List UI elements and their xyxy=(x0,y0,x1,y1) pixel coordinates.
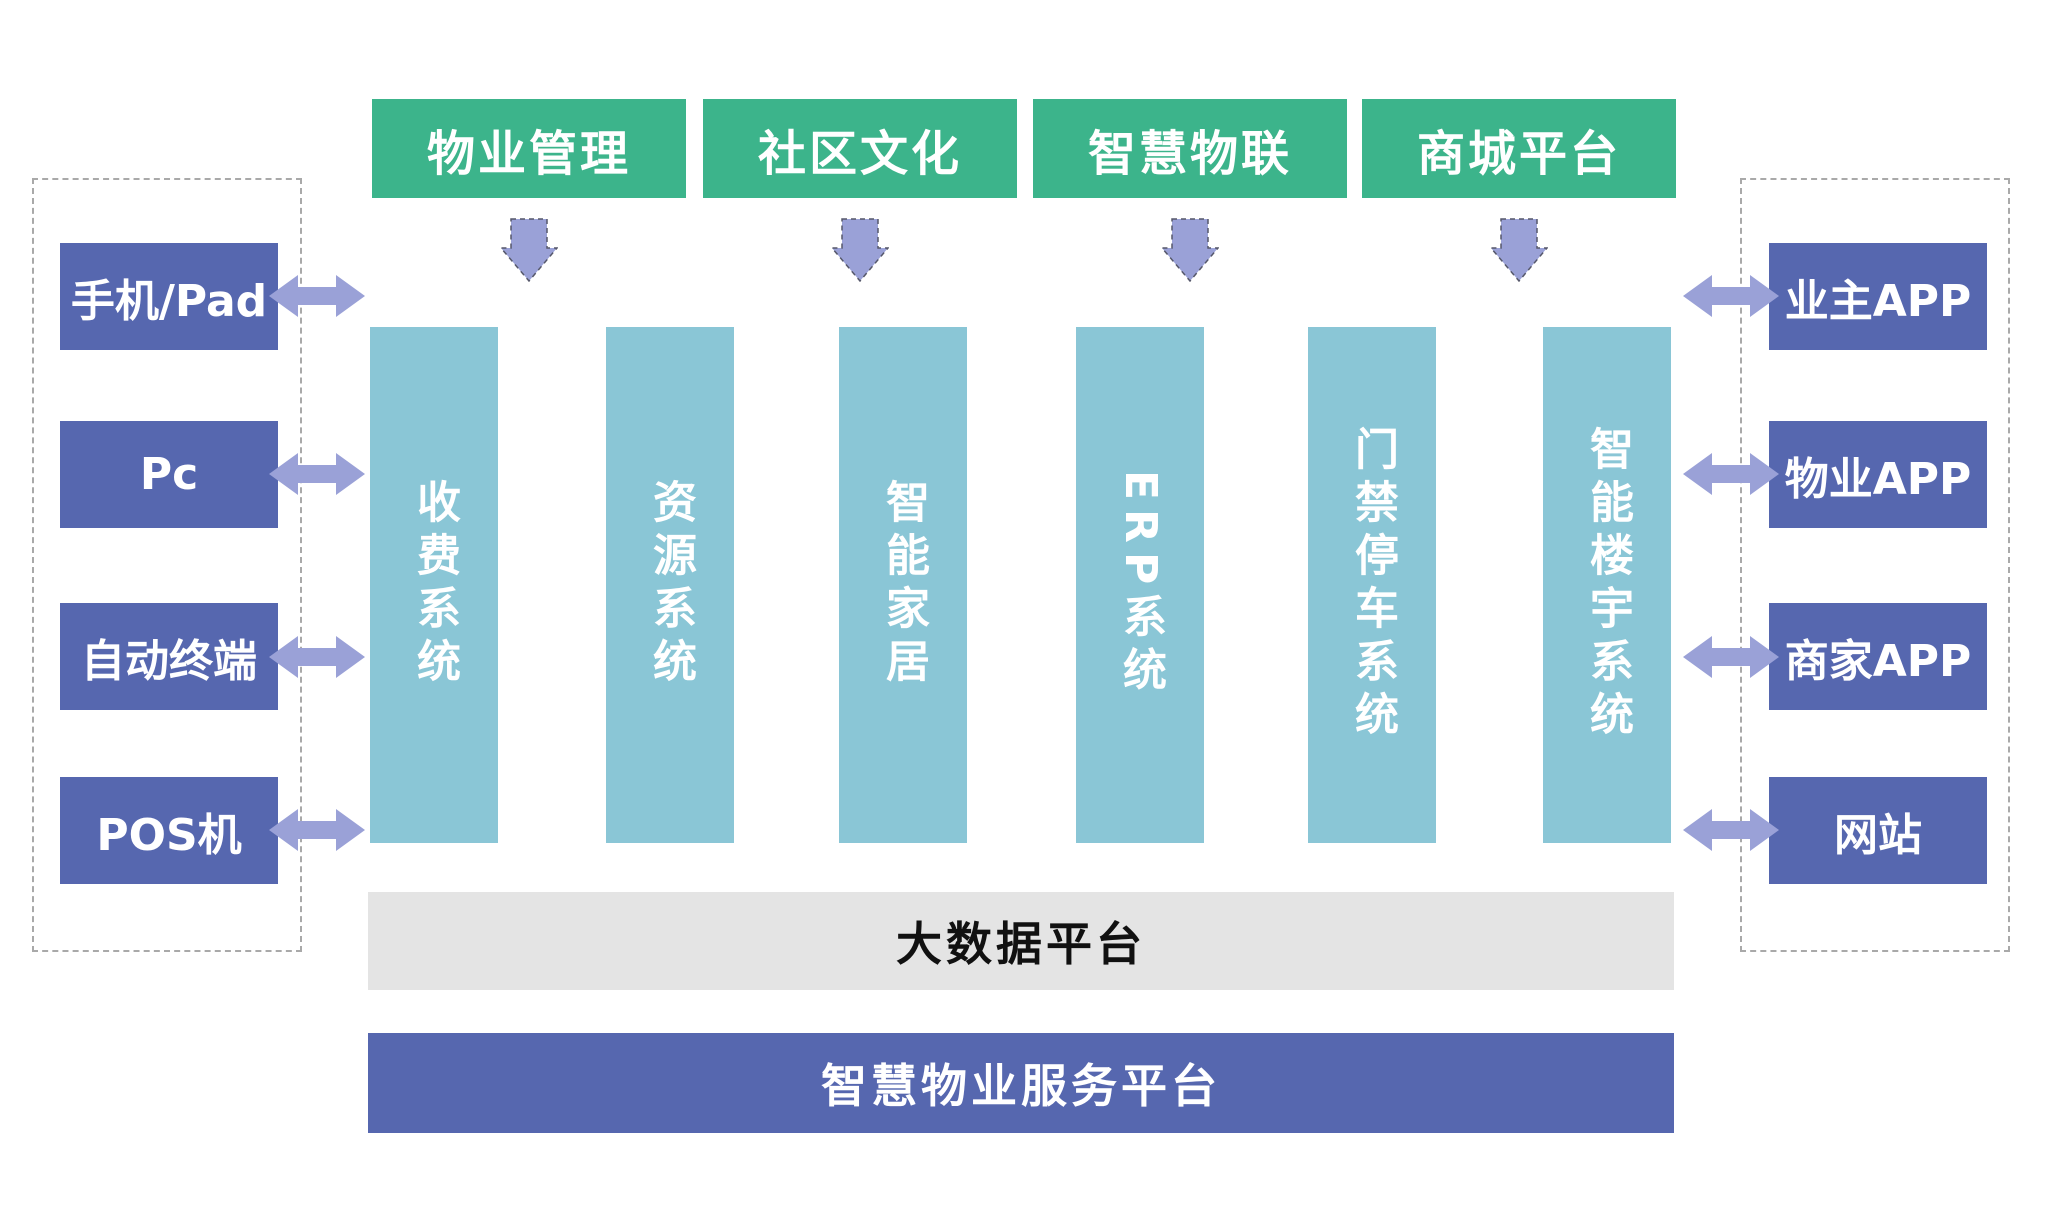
system-label: 智能家居 xyxy=(878,479,929,691)
system-label: 门禁停车系统 xyxy=(1347,426,1398,744)
system-label: 智能楼宇系统 xyxy=(1582,426,1633,744)
double-arrow-icon xyxy=(269,453,365,495)
double-arrow-icon xyxy=(1683,809,1779,851)
module-mall-platform: 商城平台 xyxy=(1362,99,1676,198)
big-data-platform-bar: 大数据平台 xyxy=(368,892,1674,990)
down-arrow-icon xyxy=(500,218,558,282)
system-charging: 收费系统 xyxy=(370,327,498,843)
module-community-culture: 社区文化 xyxy=(703,99,1017,198)
down-arrow-icon xyxy=(1161,218,1219,282)
app-merchant: 商家APP xyxy=(1769,603,1987,710)
smart-property-service-platform-bar: 智慧物业服务平台 xyxy=(368,1033,1674,1133)
app-owner: 业主APP xyxy=(1769,243,1987,350)
terminal-mobile-pad: 手机/Pad xyxy=(60,243,278,350)
double-arrow-icon xyxy=(269,636,365,678)
double-arrow-icon xyxy=(269,275,365,317)
double-arrow-icon xyxy=(269,809,365,851)
system-label: 资源系统 xyxy=(645,479,696,691)
double-arrow-icon xyxy=(1683,636,1779,678)
module-property-management: 物业管理 xyxy=(372,99,686,198)
app-property: 物业APP xyxy=(1769,421,1987,528)
down-arrow-icon xyxy=(1490,218,1548,282)
terminal-self-service: 自动终端 xyxy=(60,603,278,710)
system-smart-home: 智能家居 xyxy=(839,327,967,843)
app-website: 网站 xyxy=(1769,777,1987,884)
system-access-parking: 门禁停车系统 xyxy=(1308,327,1436,843)
terminal-pos: POS机 xyxy=(60,777,278,884)
terminal-group-frame xyxy=(32,178,302,952)
app-group-frame xyxy=(1740,178,2010,952)
system-erp: ERP系统 xyxy=(1076,327,1204,843)
system-resource: 资源系统 xyxy=(606,327,734,843)
down-arrow-icon xyxy=(831,218,889,282)
terminal-pc: Pc xyxy=(60,421,278,528)
module-smart-iot: 智慧物联 xyxy=(1033,99,1347,198)
double-arrow-icon xyxy=(1683,453,1779,495)
system-label: 收费系统 xyxy=(409,479,460,691)
double-arrow-icon xyxy=(1683,275,1779,317)
system-label: ERP系统 xyxy=(1115,470,1166,700)
system-smart-building: 智能楼宇系统 xyxy=(1543,327,1671,843)
